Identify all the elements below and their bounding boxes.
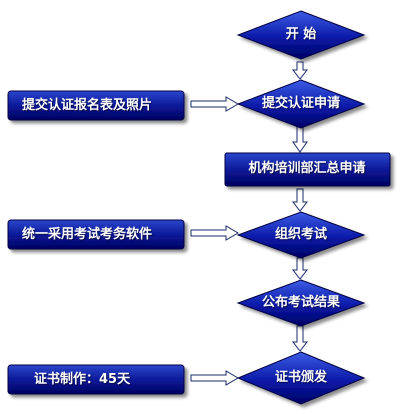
submit-application-node bbox=[236, 79, 366, 129]
organize-exam-label: 组织考试 bbox=[274, 227, 328, 242]
arrow-institution-to-exam bbox=[291, 188, 309, 212]
submit-materials-label: 提交认证报名表及照片 bbox=[22, 98, 153, 113]
arrow-results-to-certificate bbox=[291, 325, 309, 352]
institution-application-node bbox=[224, 152, 391, 187]
publish-results-label: 公布考试结果 bbox=[261, 295, 341, 310]
arrow-production-to-certificate bbox=[190, 370, 239, 386]
submit-materials-box bbox=[7, 90, 185, 121]
institution-application-label: 机构培训部汇总申请 bbox=[248, 161, 366, 176]
arrow-start-to-submit bbox=[291, 61, 309, 80]
arrow-exam-to-results bbox=[291, 257, 309, 280]
software-label: 统一采用考试考务软件 bbox=[22, 227, 153, 242]
arrow-materials-to-submit bbox=[190, 96, 239, 112]
arrow-submit-to-institution bbox=[292, 126, 308, 153]
submit-application-label: 提交认证申请 bbox=[261, 96, 341, 111]
production-time-box bbox=[7, 364, 185, 395]
start-node bbox=[236, 10, 366, 60]
software-box bbox=[7, 219, 185, 250]
start-label: 开 始 bbox=[285, 27, 317, 42]
issue-certificate-label: 证书颁发 bbox=[274, 370, 328, 385]
arrow-software-to-exam bbox=[190, 225, 239, 241]
organize-exam-node bbox=[236, 211, 366, 259]
production-time-label: 证书制作：45天 bbox=[34, 372, 131, 387]
publish-results-node bbox=[236, 279, 366, 327]
issue-certificate-node bbox=[236, 351, 366, 405]
